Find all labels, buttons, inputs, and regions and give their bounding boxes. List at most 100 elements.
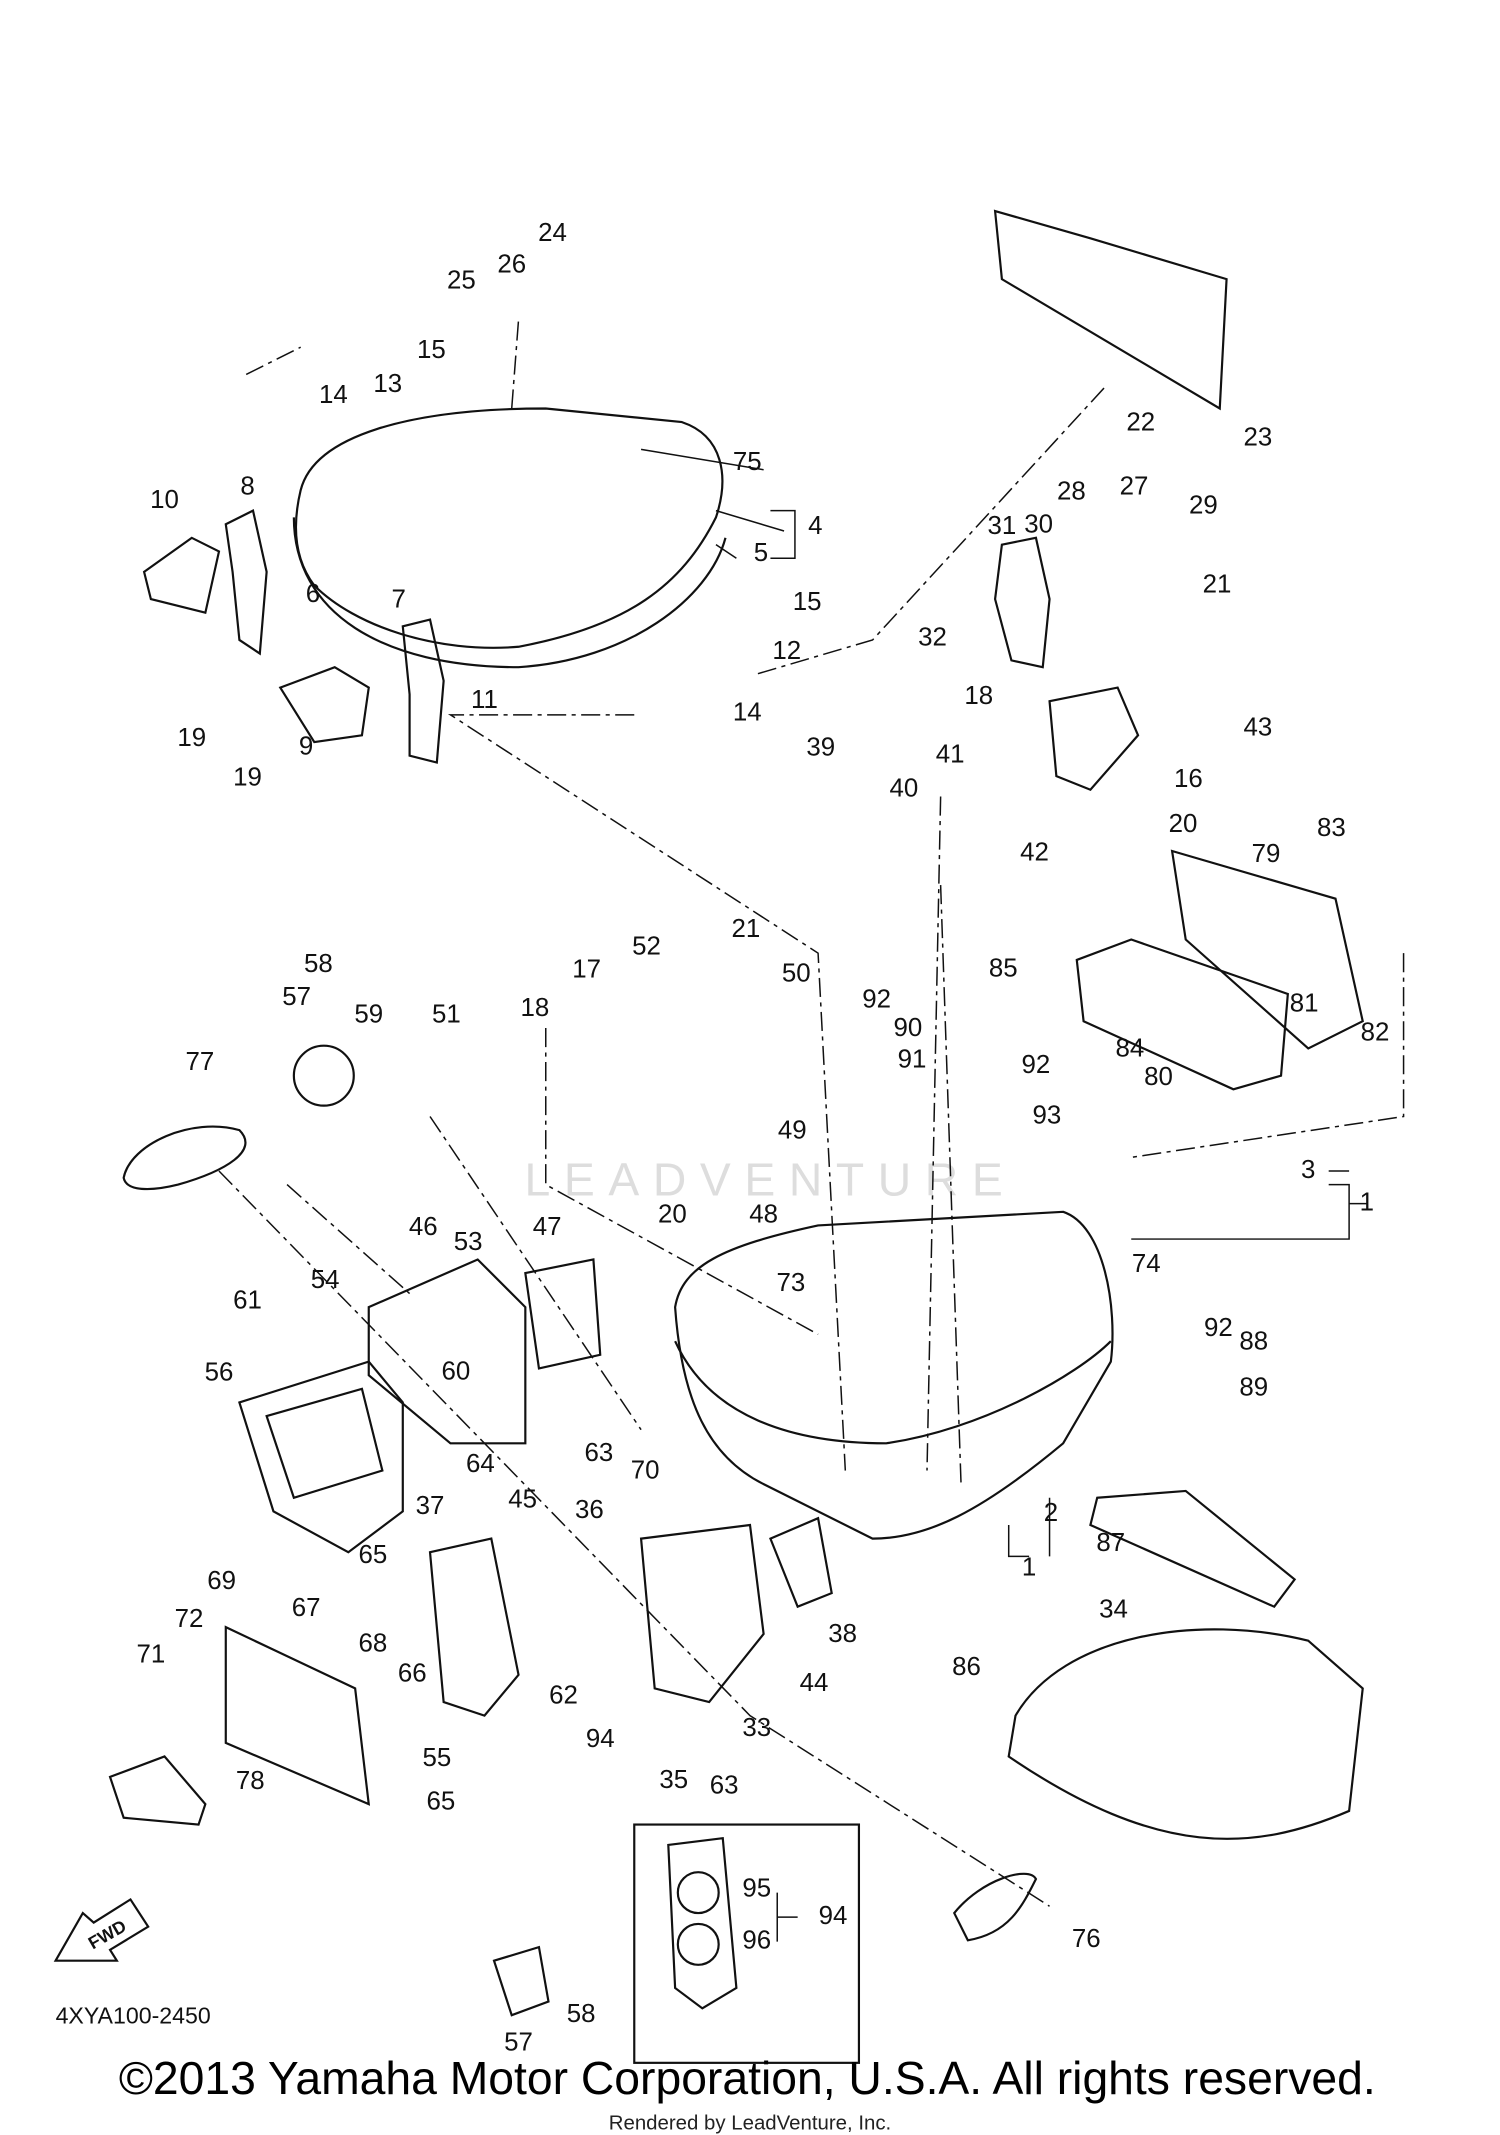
callout-96: 96 xyxy=(742,1926,771,1954)
callout-47: 47 xyxy=(533,1213,562,1241)
housing-55 xyxy=(428,1537,520,1717)
rail-87 xyxy=(1089,1489,1297,1609)
housing-33 xyxy=(639,1523,765,1704)
callout-19: 19 xyxy=(177,724,206,752)
switch-57-lower xyxy=(492,1945,550,2017)
callout-18: 18 xyxy=(964,682,993,710)
callout-16: 16 xyxy=(1174,765,1203,793)
callout-57: 57 xyxy=(282,983,311,1011)
callout-22: 22 xyxy=(1126,408,1155,436)
callout-84: 84 xyxy=(1116,1035,1145,1063)
callout-37: 37 xyxy=(416,1492,445,1520)
callout-59: 59 xyxy=(354,1001,383,1029)
callout-23: 23 xyxy=(1243,423,1272,451)
callout-77: 77 xyxy=(186,1048,215,1076)
callout-78: 78 xyxy=(236,1767,265,1795)
callout-15: 15 xyxy=(417,336,446,364)
callout-91: 91 xyxy=(898,1046,927,1074)
callout-10: 10 xyxy=(150,486,179,514)
callout-92: 92 xyxy=(1204,1314,1233,1342)
callout-1: 1 xyxy=(1360,1188,1374,1216)
callout-36: 36 xyxy=(575,1496,604,1524)
callout-9: 9 xyxy=(299,732,313,760)
pad-78 xyxy=(108,1755,207,1826)
plate-47 xyxy=(524,1258,602,1370)
callout-1: 1 xyxy=(1022,1553,1036,1581)
callout-39: 39 xyxy=(806,734,835,762)
callout-41: 41 xyxy=(936,741,965,769)
callout-94: 94 xyxy=(819,1902,848,1930)
callout-65: 65 xyxy=(427,1788,456,1816)
lid-seal xyxy=(292,517,727,669)
callout-72: 72 xyxy=(175,1605,204,1633)
switch-95 xyxy=(676,1871,720,1915)
callout-63: 63 xyxy=(584,1439,613,1467)
callout-45: 45 xyxy=(508,1485,537,1513)
callout-87: 87 xyxy=(1096,1529,1125,1557)
leader-line xyxy=(640,448,1367,1942)
speaker-grill xyxy=(265,1387,384,1500)
callout-28: 28 xyxy=(1057,478,1086,506)
callout-62: 62 xyxy=(549,1681,578,1709)
callout-15: 15 xyxy=(793,588,822,616)
callout-55: 55 xyxy=(422,1744,451,1772)
callout-51: 51 xyxy=(432,1001,461,1029)
callout-25: 25 xyxy=(447,267,476,295)
callout-66: 66 xyxy=(398,1660,427,1688)
pad-77 xyxy=(122,1125,247,1191)
callout-38: 38 xyxy=(828,1620,857,1648)
callout-70: 70 xyxy=(631,1457,660,1485)
switch-94 xyxy=(667,1836,738,2010)
callout-14: 14 xyxy=(319,381,348,409)
callout-44: 44 xyxy=(800,1669,829,1697)
callout-46: 46 xyxy=(409,1213,438,1241)
callout-60: 60 xyxy=(442,1357,471,1385)
callout-93: 93 xyxy=(1032,1101,1061,1129)
callout-33: 33 xyxy=(742,1714,771,1742)
callout-79: 79 xyxy=(1252,840,1281,868)
callout-32: 32 xyxy=(918,623,947,651)
callout-73: 73 xyxy=(776,1269,805,1297)
callout-69: 69 xyxy=(207,1567,236,1595)
callout-21: 21 xyxy=(1203,570,1232,598)
callout-43: 43 xyxy=(1243,713,1272,741)
callout-92: 92 xyxy=(862,986,891,1014)
latch-16 xyxy=(1048,686,1140,792)
callout-14: 14 xyxy=(733,698,762,726)
top-case-body xyxy=(674,1210,1114,1540)
part-code: 4XYA100-2450 xyxy=(56,2002,211,2028)
callout-58: 58 xyxy=(567,2000,596,2028)
callout-20: 20 xyxy=(658,1201,687,1229)
callout-17: 17 xyxy=(572,956,601,984)
callout-42: 42 xyxy=(1020,839,1049,867)
callout-26: 26 xyxy=(497,250,526,278)
callout-29: 29 xyxy=(1189,491,1218,519)
callout-83: 83 xyxy=(1317,814,1346,842)
hinge-left xyxy=(224,509,268,656)
callout-48: 48 xyxy=(749,1201,778,1229)
callout-88: 88 xyxy=(1239,1327,1268,1355)
cover-9 xyxy=(278,665,370,744)
callout-13: 13 xyxy=(373,370,402,398)
copyright-text: ©2013 Yamaha Motor Corporation, U.S.A. A… xyxy=(119,2052,1376,2104)
callout-74: 74 xyxy=(1132,1250,1161,1278)
callout-68: 68 xyxy=(358,1630,387,1658)
latch-cover-31 xyxy=(993,536,1051,669)
watermark-text: LEADVENTURE xyxy=(525,1153,1017,1205)
case-rim xyxy=(674,1340,1112,1445)
callout-54: 54 xyxy=(311,1266,340,1294)
switch-96 xyxy=(676,1922,720,1966)
callout-27: 27 xyxy=(1120,472,1149,500)
callout-5: 5 xyxy=(754,539,768,567)
callout-34: 34 xyxy=(1099,1596,1128,1624)
hinge-right xyxy=(401,618,445,764)
callout-82: 82 xyxy=(1361,1018,1390,1046)
callout-92: 92 xyxy=(1022,1051,1051,1079)
callout-20: 20 xyxy=(1169,810,1198,838)
callout-61: 61 xyxy=(233,1287,262,1315)
callout-56: 56 xyxy=(205,1359,234,1387)
callout-49: 49 xyxy=(778,1116,807,1144)
leader-line xyxy=(218,319,1405,1907)
